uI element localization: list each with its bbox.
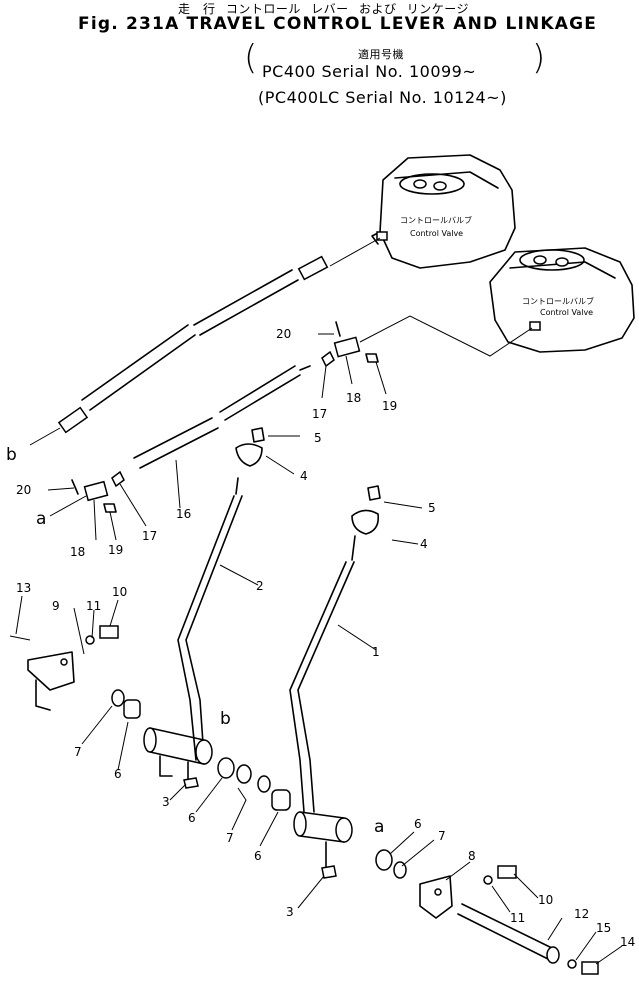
callout-6-a: 6 — [114, 767, 122, 781]
callout-18-lower: 18 — [70, 545, 85, 559]
valve-lower-en-label: Control Valve — [540, 308, 593, 317]
left-bracket: ( — [244, 38, 258, 78]
callout-12: 12 — [574, 907, 589, 921]
callout-17-lower: 17 — [142, 529, 157, 543]
travel-lever-2 — [143, 477, 243, 789]
bushing-set-left — [111, 689, 291, 811]
callout-1: 1 — [372, 645, 380, 659]
callout-6-c: 6 — [254, 849, 262, 863]
callout-7-a: 7 — [74, 745, 82, 759]
right-bracket: ) — [532, 38, 546, 78]
bracket-9-assembly — [9, 625, 119, 711]
callout-19-upper: 19 — [382, 399, 397, 413]
travel-lever-1 — [289, 535, 356, 879]
callout-8: 8 — [468, 849, 476, 863]
callout-15: 15 — [596, 921, 611, 935]
callout-4-left: 4 — [300, 469, 308, 483]
title-english: Fig. 231A TRAVEL CONTROL LEVER AND LINKA… — [78, 14, 598, 34]
reference-a-upper: a — [36, 509, 46, 529]
leader-lines — [15, 333, 623, 965]
callout-20-lower: 20 — [16, 483, 31, 497]
callout-17-upper: 17 — [312, 407, 327, 421]
clevis-hardware-lower — [49, 470, 125, 517]
bracket-8-assembly — [375, 849, 599, 975]
control-valve-lower: コントロールバルブ Control Valve — [489, 247, 635, 353]
knob-bolt-set-right — [351, 485, 381, 535]
callout-14: 14 — [620, 935, 635, 949]
reference-b-upper: b — [6, 445, 17, 465]
callout-2: 2 — [256, 579, 264, 593]
callout-13: 13 — [16, 581, 31, 595]
callout-4-right: 4 — [420, 537, 428, 551]
reference-b-lower: b — [220, 709, 231, 729]
callout-11-right: 11 — [510, 911, 525, 925]
callout-labels: 1 2 3 3 4 4 5 5 6 6 6 6 7 7 7 8 9 10 10 … — [6, 327, 635, 949]
callout-5-right: 5 — [428, 501, 436, 515]
valve-upper-en-label: Control Valve — [410, 229, 463, 238]
callout-10-left: 10 — [112, 585, 127, 599]
knob-bolt-set-left — [235, 427, 265, 467]
callout-6-d: 6 — [414, 817, 422, 831]
callout-16: 16 — [176, 507, 191, 521]
linkage-rod-upper — [29, 237, 381, 446]
applicability-label: 適用号機 — [358, 48, 404, 61]
callout-7-c: 7 — [438, 829, 446, 843]
callout-7-b: 7 — [226, 831, 234, 845]
callout-20-upper: 20 — [276, 327, 291, 341]
callout-3-left: 3 — [162, 795, 170, 809]
title-block: 走 行 コントロール レバー および リンケージ Fig. 231A TRAVE… — [0, 0, 639, 112]
valve-upper-jp-label: コントロールバルブ — [400, 215, 472, 225]
linkage-rod-lower — [133, 315, 533, 469]
serial-pc400: PC400 Serial No. 10099~ — [262, 62, 477, 81]
clevis-hardware-upper — [321, 321, 379, 368]
control-valve-upper: コントロールバルブ Control Valve — [371, 154, 516, 269]
callout-6-b: 6 — [188, 811, 196, 825]
callout-10-right: 10 — [538, 893, 553, 907]
callout-3-right: 3 — [286, 905, 294, 919]
valve-lower-jp-label: コントロールバルブ — [522, 296, 594, 306]
reference-a-lower: a — [374, 817, 384, 837]
title-japanese: 走 行 コントロール レバー および リンケージ — [178, 2, 470, 16]
callout-11-left: 11 — [86, 599, 101, 613]
callout-19-lower: 19 — [108, 543, 123, 557]
callout-18-upper: 18 — [346, 391, 361, 405]
callout-9: 9 — [52, 599, 60, 613]
callout-5-left: 5 — [314, 431, 322, 445]
serial-pc400lc: (PC400LC Serial No. 10124~) — [258, 88, 507, 107]
